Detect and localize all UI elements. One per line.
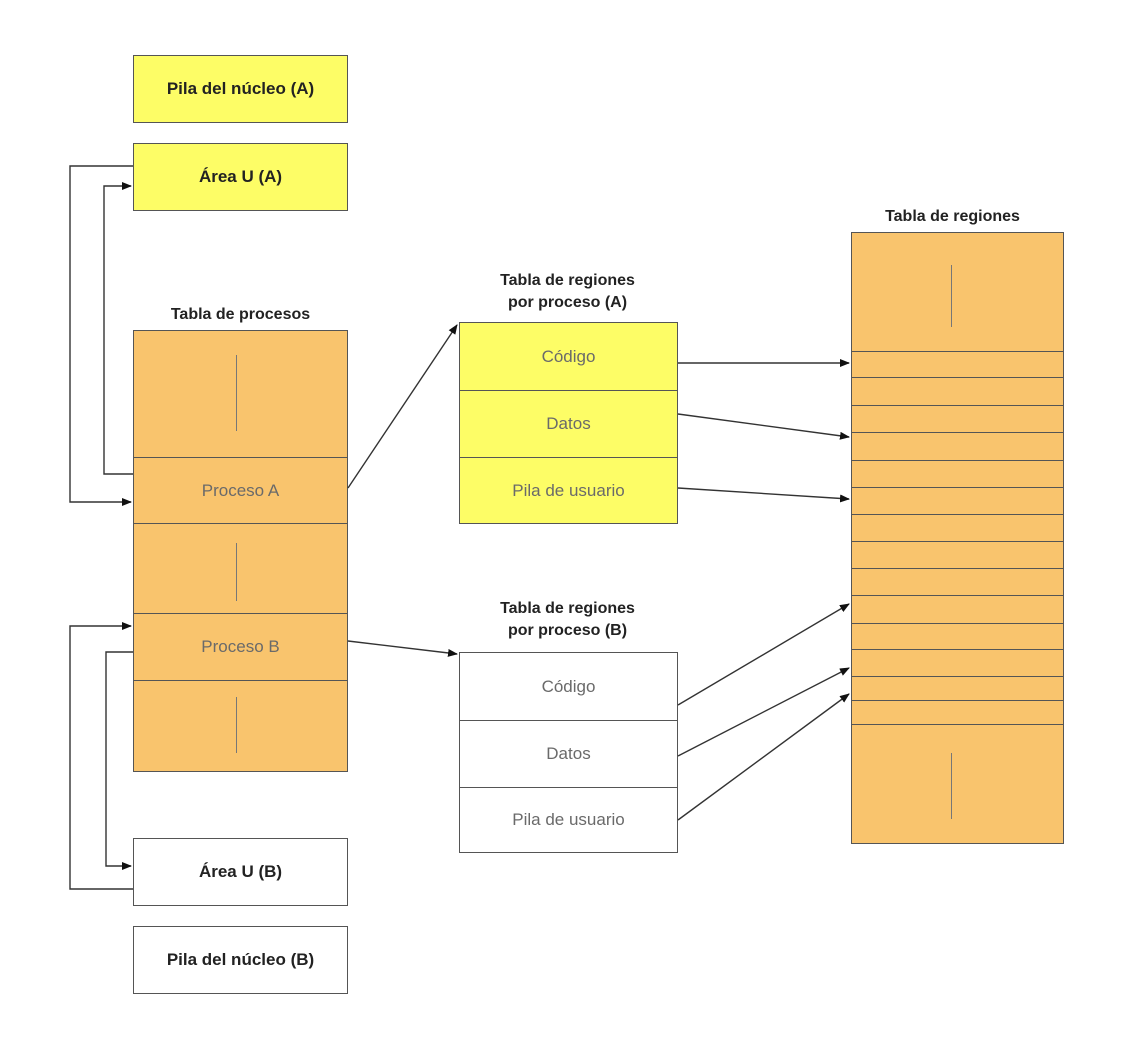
region-a-data-row: Datos — [460, 390, 677, 457]
region-table-b-title-line1: Tabla de regiones — [500, 600, 635, 617]
region-b-stack-label: Pila de usuario — [512, 810, 625, 829]
region-table-title: Tabla de regiones — [885, 208, 1020, 225]
process-a-to-u-area-a-arrow — [103, 182, 133, 475]
region-slot-divider — [852, 487, 1063, 488]
ellipsis-marker — [236, 355, 237, 431]
region-a-data-label: Datos — [546, 414, 591, 433]
ellipsis-marker — [236, 697, 237, 753]
region-b-data-label: Datos — [546, 744, 591, 763]
region-slot-divider — [852, 724, 1063, 725]
u-area-a-to-process-a-arrow — [69, 165, 133, 506]
process-a-label: Proceso A — [201, 480, 280, 500]
process-a-to-region-table-a-arrow — [347, 324, 458, 489]
region-table-a: Código Datos Pila de usuario — [459, 322, 678, 524]
process-b-row: Proceso B — [134, 613, 347, 681]
region-a-stack-label: Pila de usuario — [512, 480, 625, 500]
ellipsis-marker — [236, 543, 237, 601]
region-slot-divider — [852, 568, 1063, 569]
ellipsis-marker — [951, 753, 952, 819]
region-table-a-title-line1: Tabla de regiones — [500, 272, 635, 289]
region-a-stack-row: Pila de usuario — [460, 457, 677, 523]
region-slot-divider — [852, 623, 1063, 624]
kernel-stack-a-box: Pila del núcleo (A) — [133, 55, 348, 123]
region-table-b-title-line2: por proceso (B) — [507, 622, 628, 639]
region-slot-divider — [852, 351, 1063, 352]
region-table-a-title: Tabla de regiones por proceso (A) — [455, 270, 680, 314]
process-table-title: Tabla de procesos — [170, 306, 311, 323]
region-slot-divider — [852, 595, 1063, 596]
region-slot-divider — [852, 432, 1063, 433]
data-b-region-arrow — [677, 667, 850, 757]
u-area-b-box: Área U (B) — [133, 838, 348, 906]
u-area-a-label: Área U (A) — [198, 167, 283, 186]
region-slot-divider — [852, 676, 1063, 677]
process-b-label: Proceso B — [201, 637, 280, 656]
process-b-to-region-table-b-arrow — [347, 640, 458, 657]
region-slot-divider — [852, 460, 1063, 461]
kernel-stack-a-label: Pila del núcleo (A) — [166, 79, 315, 98]
region-table-b: Código Datos Pila de usuario — [459, 652, 678, 853]
ellipsis-marker — [951, 265, 952, 327]
region-slot-divider — [852, 514, 1063, 515]
stack-a-region-arrow — [677, 487, 850, 503]
region-slot-divider — [852, 649, 1063, 650]
region-slot-divider — [852, 541, 1063, 542]
region-slot-divider — [852, 377, 1063, 378]
u-area-b-label: Área U (B) — [198, 862, 283, 881]
region-table-b-title: Tabla de regiones por proceso (B) — [455, 598, 680, 642]
region-a-code-row: Código — [460, 323, 677, 390]
region-b-code-label: Código — [541, 676, 596, 696]
process-b-to-u-area-b-arrow — [105, 651, 133, 870]
kernel-stack-b-box: Pila del núcleo (B) — [133, 926, 348, 994]
region-b-stack-row: Pila de usuario — [460, 787, 677, 852]
region-a-code-label: Código — [541, 346, 596, 366]
region-table-a-title-line2: por proceso (A) — [507, 294, 628, 311]
u-area-b-to-process-b-arrow — [69, 622, 133, 890]
data-a-region-arrow — [677, 413, 850, 440]
region-b-data-row: Datos — [460, 720, 677, 787]
kernel-stack-b-label: Pila del núcleo (B) — [166, 950, 315, 969]
region-table — [851, 232, 1064, 844]
stack-b-region-arrow — [677, 693, 850, 821]
region-slot-divider — [852, 700, 1063, 701]
region-b-code-row: Código — [460, 653, 677, 720]
region-slot-divider — [852, 405, 1063, 406]
u-area-a-box: Área U (A) — [133, 143, 348, 211]
process-table: Proceso A Proceso B — [133, 330, 348, 772]
code-b-region-arrow — [677, 603, 850, 706]
process-a-row: Proceso A — [134, 457, 347, 524]
